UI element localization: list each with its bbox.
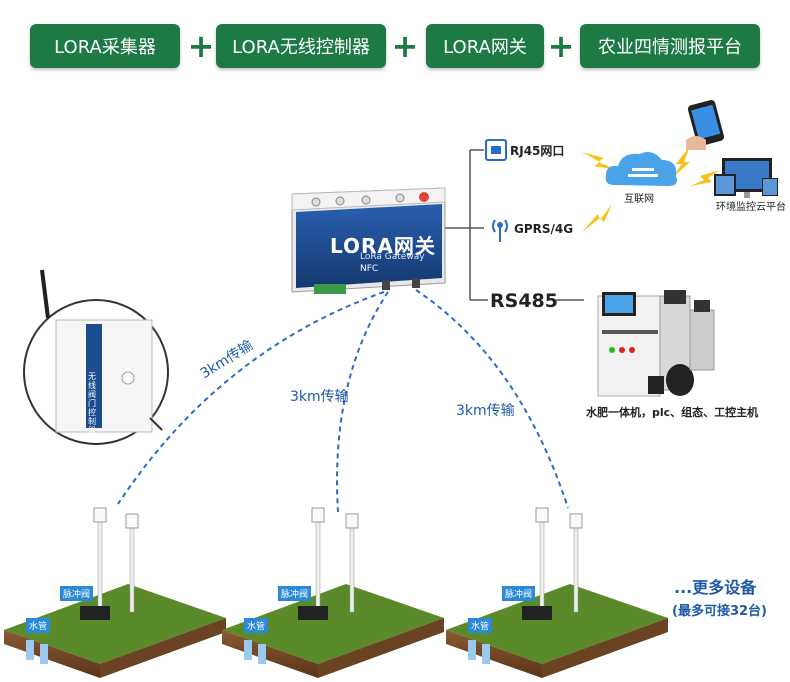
field-plot-1 xyxy=(4,507,226,678)
gateway-title: LORA网关 xyxy=(330,234,436,258)
gateway-subtitle: LoRa Gateway xyxy=(360,252,425,262)
antenna-icon xyxy=(492,219,508,242)
transmission-label-3: 3km传输 xyxy=(456,403,515,419)
plus-icon: + xyxy=(187,27,215,65)
plus-icon: + xyxy=(391,27,419,65)
gateway-device xyxy=(291,187,446,294)
cloud-icon xyxy=(605,152,677,186)
field-plot-2 xyxy=(222,507,444,678)
lora-collector-pill: LORA采集器 xyxy=(30,24,180,68)
gateway-wiring xyxy=(445,149,584,301)
monitor-icon xyxy=(714,158,778,198)
pipe-tag: 水管 xyxy=(244,618,269,633)
rj45-icon xyxy=(485,139,507,161)
cloud-platform-label: 环境监控云平台 xyxy=(716,202,786,213)
lora-gateway-pill: LORA网关 xyxy=(426,24,544,68)
field-plot-3 xyxy=(446,507,668,678)
pipe-tag: 水管 xyxy=(26,618,51,633)
lora-wireless-controller-pill: LORA无线控制器 xyxy=(216,24,386,68)
more-devices-title: ...更多设备 xyxy=(674,578,757,597)
lora-links xyxy=(117,289,569,513)
lightning-icon xyxy=(582,146,720,232)
gprs-label: GPRS/4G xyxy=(514,222,574,236)
fertigation-machine-icon xyxy=(597,290,715,397)
phone-icon xyxy=(686,99,725,150)
internet-label: 互联网 xyxy=(624,194,654,205)
valve-tag: 脉冲阀 xyxy=(60,586,94,601)
rs485-label: RS485 xyxy=(490,290,558,312)
transmission-label-2: 3km传输 xyxy=(290,389,349,405)
agri-platform-pill: 农业四情测报平台 xyxy=(580,24,760,68)
gateway-nfc: NFC xyxy=(360,264,379,274)
valve-tag: 脉冲阀 xyxy=(502,586,536,601)
fertigation-label: 水肥一体机，plc、组态、工控主机 xyxy=(586,406,759,419)
controller-label: 无线阀门控制器 xyxy=(88,372,96,435)
valve-tag: 脉冲阀 xyxy=(278,586,312,601)
valve-controller-zoom xyxy=(23,269,169,445)
rj45-label: RJ45网口 xyxy=(510,144,565,158)
more-devices-subtitle: (最多可接32台) xyxy=(672,604,767,619)
pipe-tag: 水管 xyxy=(468,618,493,633)
plus-icon: + xyxy=(547,27,575,65)
